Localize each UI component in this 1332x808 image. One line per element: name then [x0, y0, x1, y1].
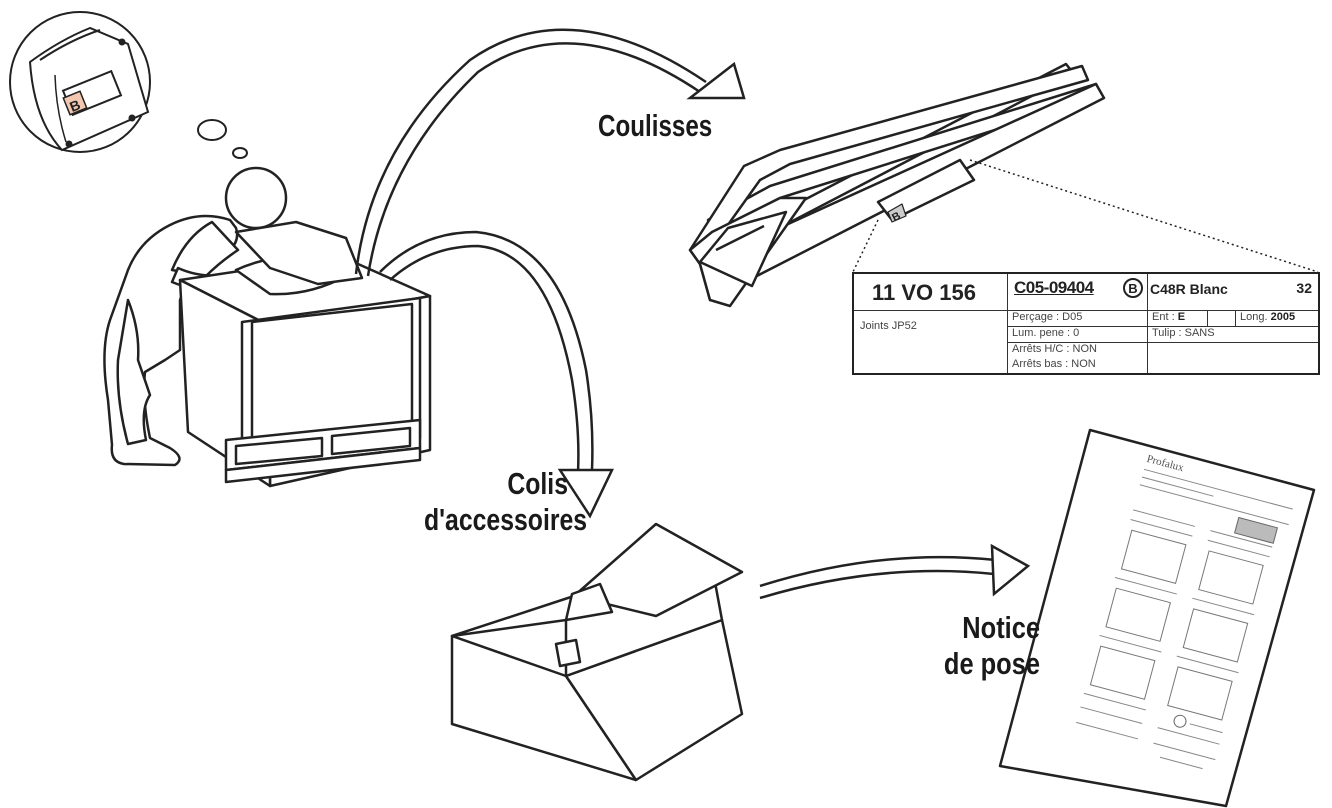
coulisses-rail: [688, 62, 1106, 308]
label-joints: Joints JP52: [860, 320, 917, 332]
label-ent-value: E: [1177, 311, 1186, 323]
callout-lines: [851, 159, 1319, 275]
notice-sheet: Profalux: [998, 428, 1316, 808]
label-colis-line2: d'accessoires: [424, 502, 588, 537]
label-colis-accessoires: Colis d'accessoires: [424, 466, 588, 538]
label-notice-line2: de pose: [943, 646, 1040, 681]
arrow-to-coulisses: [354, 28, 746, 277]
label-ent: Ent : E: [1152, 311, 1185, 323]
label-order-code: C05-09404: [1014, 278, 1094, 297]
label-arrets-hc: Arrêts H/C : NON: [1012, 343, 1097, 355]
label-percage: Perçage : D05: [1012, 311, 1083, 323]
label-coulisses: Coulisses: [598, 108, 713, 143]
product-label-card: 11 VO 156 C05-09404 B C48R Blanc 32 Join…: [852, 272, 1320, 375]
label-long-label: Long.: [1240, 311, 1268, 323]
label-marker-text: B: [1128, 281, 1138, 296]
thought-bubble: [9, 11, 248, 159]
label-lum-pene: Lum. pene : 0: [1012, 327, 1080, 339]
label-long-value: 2005: [1270, 311, 1296, 323]
label-marker: B: [1123, 278, 1143, 298]
label-notice-line1: Notice: [962, 610, 1040, 645]
label-ent-label: Ent :: [1152, 311, 1175, 323]
accessories-box: [450, 522, 744, 782]
label-colis-line1: Colis: [507, 466, 568, 501]
arrow-to-colis: [379, 230, 614, 519]
label-notice-de-pose: Notice de pose: [909, 610, 1040, 682]
label-reference: 11 VO 156: [872, 280, 976, 305]
label-tulip: Tulip : SANS: [1152, 327, 1215, 339]
label-color: C48R Blanc: [1150, 281, 1228, 297]
label-quantity: 32: [1296, 280, 1312, 296]
shipping-crate: [178, 220, 432, 488]
label-arrets-bas: Arrêts bas : NON: [1012, 358, 1096, 370]
arrow-to-notice: [759, 543, 1031, 600]
label-long: Long. 2005: [1240, 311, 1295, 323]
